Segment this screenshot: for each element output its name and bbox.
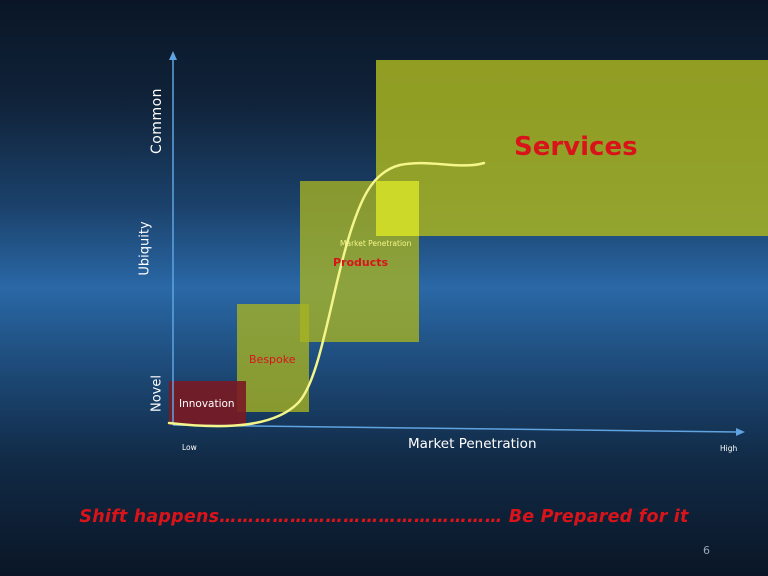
evolution-curve [167,161,486,428]
footer-tagline: Shift happens………………………………………… Be Prepare… [79,507,689,527]
innovation-label: Innovation [179,398,235,410]
products-note-label: Market Penetration [340,239,412,248]
overlap-highlight [376,181,419,236]
services-label: Services [514,132,638,162]
x-axis-label: Market Penetration [408,436,537,452]
x-axis-label-low: Low [182,443,197,452]
bespoke-label: Bespoke [249,353,296,366]
innovation-box [169,381,246,425]
services-box [376,60,768,236]
page-number: 6 [703,544,710,557]
y-axis-label-ubiquity: Ubiquity [137,221,153,276]
y-axis-arrow-icon [169,51,177,60]
bespoke-box [237,304,309,412]
x-axis [172,424,739,433]
y-axis-label-common: Common [149,87,165,155]
x-axis-label-high: High [720,444,738,453]
products-label: Products [333,256,389,269]
x-axis-arrow-icon [736,428,745,436]
y-axis-label-novel: Novel [149,375,165,412]
